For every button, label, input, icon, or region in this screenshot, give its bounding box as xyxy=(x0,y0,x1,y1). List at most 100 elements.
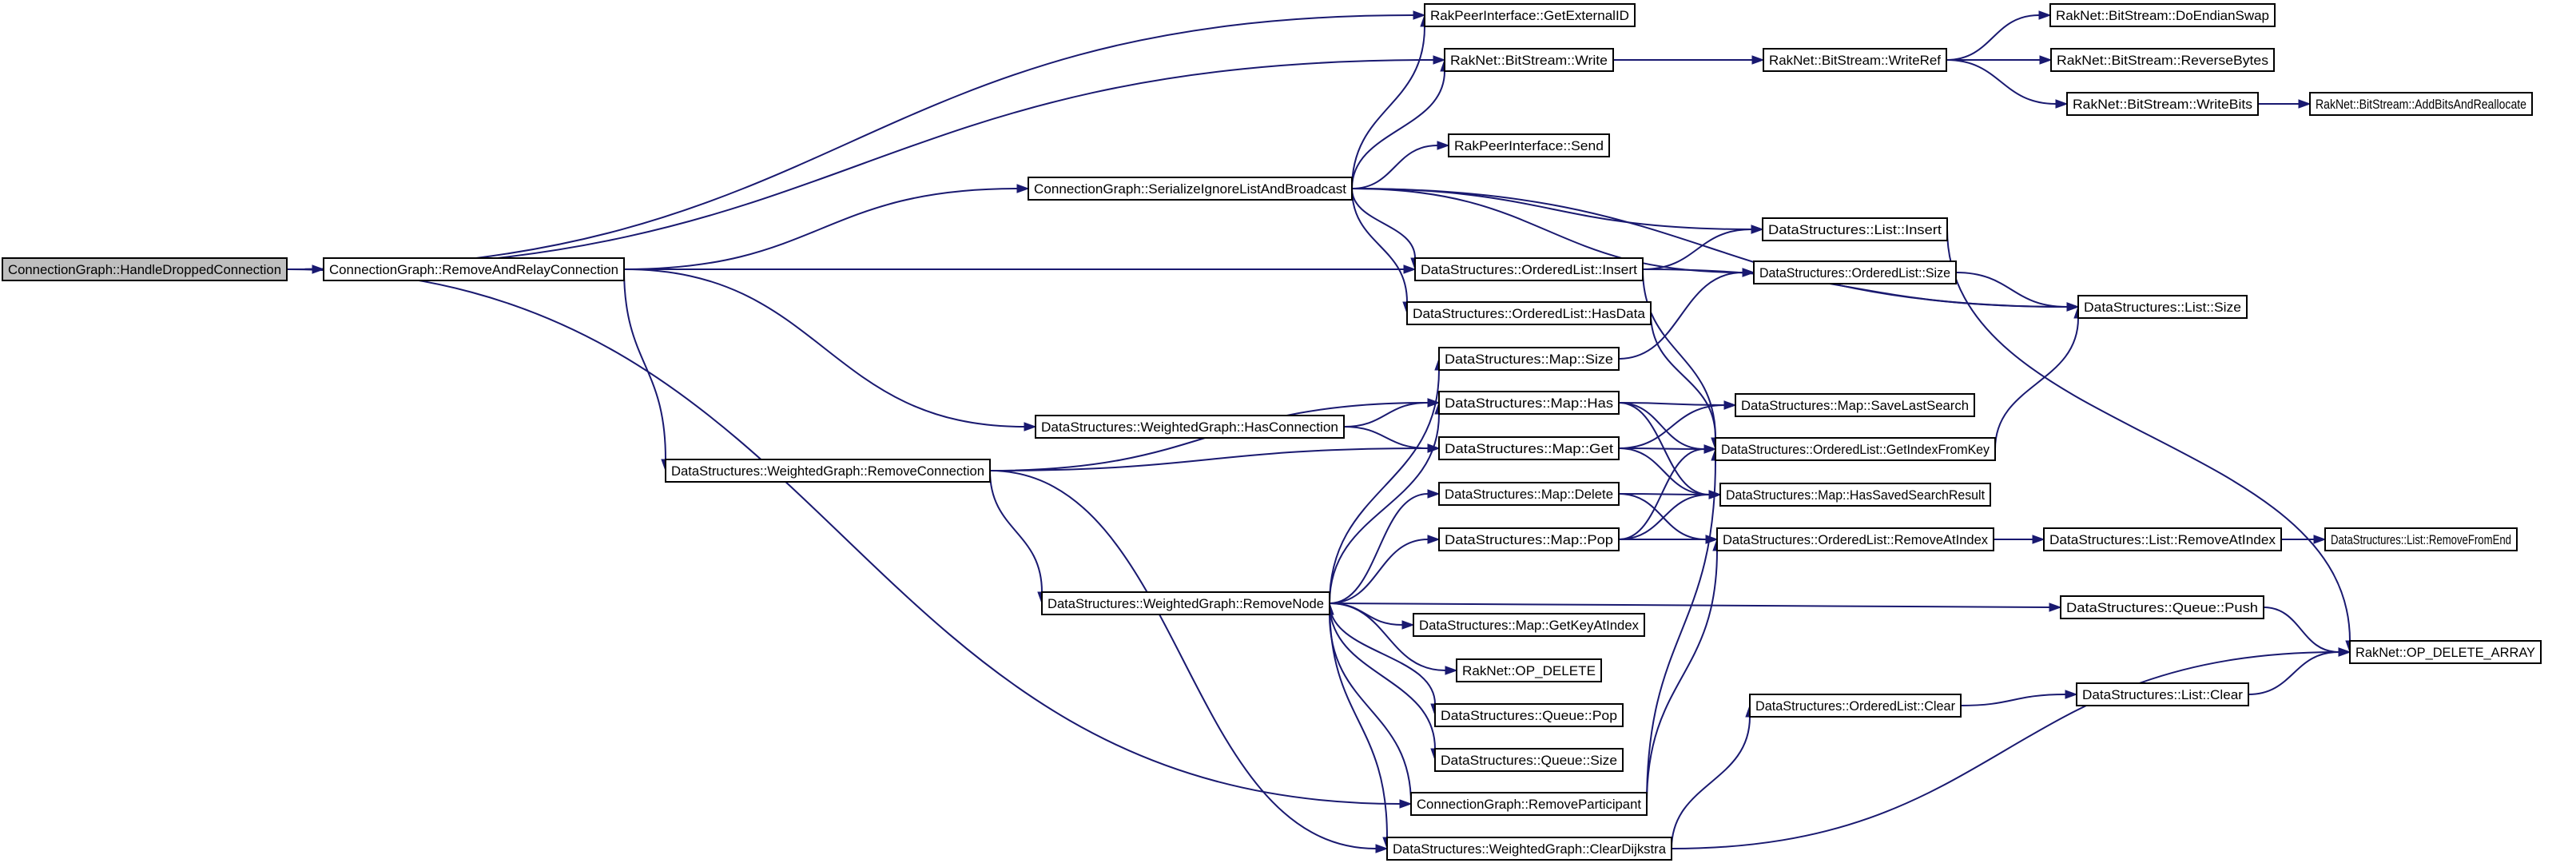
edge-line xyxy=(1351,70,1445,189)
function-node[interactable]: RakNet::BitStream::ReverseBytes xyxy=(2050,48,2275,72)
function-node[interactable]: ConnectionGraph::RemoveAndRelayConnectio… xyxy=(323,257,625,281)
function-node[interactable]: DataStructures::OrderedList::GetIndexFro… xyxy=(1715,437,1996,461)
function-node[interactable]: ConnectionGraph::RemoveParticipant xyxy=(1410,792,1648,816)
function-node[interactable]: DataStructures::Map::Pop xyxy=(1438,527,1620,551)
node-box xyxy=(1715,437,1996,461)
function-node[interactable]: DataStructures::OrderedList::HasData xyxy=(1406,301,1652,325)
call-edge xyxy=(1955,272,2080,312)
function-node[interactable]: DataStructures::List::Clear xyxy=(2076,682,2249,706)
edge-line xyxy=(286,59,1434,270)
call-edge xyxy=(1618,490,1722,540)
function-node[interactable]: RakNet::OP_DELETE xyxy=(1456,658,1602,682)
function-node[interactable]: RakPeerInterface::GetExternalID xyxy=(1424,3,1636,27)
call-edge xyxy=(1646,538,1722,805)
call-edge xyxy=(989,470,1047,605)
call-edge xyxy=(1671,704,1755,849)
function-node[interactable]: DataStructures::WeightedGraph::HasConnec… xyxy=(1035,415,1345,439)
call-edge xyxy=(1325,602,1412,805)
edge-line xyxy=(1642,268,2068,308)
call-edge xyxy=(1329,603,2062,612)
call-edge xyxy=(1946,229,2355,654)
node-label: DataStructures::Map::Pop xyxy=(1445,532,1613,547)
edge-line xyxy=(989,447,1429,471)
call-edge xyxy=(1993,535,2045,544)
function-node[interactable]: DataStructures::OrderedList::Clear xyxy=(1749,694,1962,718)
call-edge xyxy=(1671,647,2351,849)
node-box xyxy=(1448,133,1610,157)
node-box xyxy=(2349,640,2542,664)
node-label: DataStructures::OrderedList::Size xyxy=(1759,265,1950,280)
function-node[interactable]: DataStructures::WeightedGraph::ClearDijk… xyxy=(1386,837,1672,861)
function-node[interactable]: DataStructures::Queue::Pop xyxy=(1434,703,1624,727)
node-label: ConnectionGraph::HandleDroppedConnection xyxy=(8,262,281,277)
call-edge xyxy=(989,470,1389,853)
arrowhead-icon xyxy=(1016,184,1030,193)
call-edge xyxy=(1618,402,1717,454)
node-box xyxy=(1434,748,1624,772)
node-label: DataStructures::List::RemoveAtIndex xyxy=(2049,532,2276,547)
function-node[interactable]: DataStructures::Queue::Size xyxy=(1434,748,1624,772)
edge-line xyxy=(1329,603,1446,671)
function-node[interactable]: DataStructures::Map::Delete xyxy=(1438,482,1620,506)
call-edge xyxy=(1329,489,1441,604)
node-label: DataStructures::OrderedList::Clear xyxy=(1755,698,1955,714)
function-node[interactable]: RakPeerInterface::Send xyxy=(1448,133,1610,157)
arrowhead-icon xyxy=(2049,603,2062,612)
arrowhead-icon xyxy=(1433,55,1446,65)
call-edge xyxy=(1351,188,2080,312)
node-box xyxy=(1456,658,1602,682)
call-edge xyxy=(286,268,1413,809)
node-label: DataStructures::Queue::Size xyxy=(1441,753,1617,768)
arrowhead-icon xyxy=(1427,535,1441,544)
function-node[interactable]: RakNet::BitStream::DoEndianSwap xyxy=(2049,3,2276,27)
call-edge xyxy=(623,184,1030,270)
function-node[interactable]: DataStructures::WeightedGraph::RemoveNod… xyxy=(1041,591,1330,615)
arrowhead-icon xyxy=(1375,844,1389,853)
edge-line xyxy=(623,268,1025,428)
function-node[interactable]: DataStructures::List::RemoveAtIndex xyxy=(2043,527,2282,551)
function-node[interactable]: DataStructures::Map::GetKeyAtIndex xyxy=(1413,613,1645,637)
function-node[interactable]: RakNet::BitStream::Write xyxy=(1444,48,1614,72)
node-box xyxy=(2076,682,2249,706)
edge-line xyxy=(1642,229,1752,270)
function-node[interactable]: DataStructures::List::Insert xyxy=(1762,217,1948,241)
function-node[interactable]: DataStructures::OrderedList::Size xyxy=(1753,260,1957,284)
function-node[interactable]: DataStructures::List::Size xyxy=(2077,295,2248,319)
function-node[interactable]: DataStructures::Map::Size xyxy=(1438,347,1620,371)
edge-line xyxy=(1618,447,1705,450)
function-node[interactable]: DataStructures::OrderedList::RemoveAtInd… xyxy=(1716,527,1994,551)
call-edge xyxy=(624,264,1417,274)
arrowhead-icon xyxy=(1751,55,1765,65)
edge-line xyxy=(1618,493,1710,495)
node-box xyxy=(2050,48,2275,72)
function-node[interactable]: ConnectionGraph::SerializeIgnoreListAndB… xyxy=(1028,177,1353,201)
function-node[interactable]: RakNet::BitStream::AddBitsAndReallocate xyxy=(2309,92,2533,116)
function-node[interactable]: DataStructures::List::RemoveFromEnd xyxy=(2324,527,2518,551)
call-edge xyxy=(1351,188,1764,234)
function-node[interactable]: RakNet::OP_DELETE_ARRAY xyxy=(2349,640,2542,664)
arrowhead-icon xyxy=(2055,99,2069,109)
node-label: DataStructures::List::Insert xyxy=(1768,222,1942,237)
node-label: DataStructures::Map::Get xyxy=(1445,441,1613,456)
function-node[interactable]: DataStructures::WeightedGraph::RemoveCon… xyxy=(665,459,991,483)
edge-line xyxy=(1618,448,1705,540)
edge-line xyxy=(1946,229,2351,642)
function-node[interactable]: RakNet::BitStream::WriteBits xyxy=(2066,92,2259,116)
node-box xyxy=(1406,301,1652,325)
node-box xyxy=(2324,527,2518,551)
node-label: RakPeerInterface::GetExternalID xyxy=(1430,8,1629,23)
node-label: DataStructures::List::Size xyxy=(2084,300,2241,315)
function-node[interactable]: DataStructures::OrderedList::Insert xyxy=(1414,257,1644,281)
function-node[interactable]: RakNet::BitStream::WriteRef xyxy=(1763,48,1947,72)
node-box xyxy=(1434,703,1624,727)
arrowhead-icon xyxy=(1399,799,1413,809)
call-edge xyxy=(1351,14,1429,189)
root-function-node[interactable]: ConnectionGraph::HandleDroppedConnection xyxy=(2,257,288,281)
function-node[interactable]: DataStructures::Map::Get xyxy=(1438,436,1620,460)
edge-line xyxy=(1329,493,1429,604)
function-node[interactable]: DataStructures::Map::SaveLastSearch xyxy=(1735,393,1975,417)
node-label: RakNet::OP_DELETE xyxy=(1462,663,1596,678)
function-node[interactable]: DataStructures::Queue::Push xyxy=(2060,595,2264,619)
function-node[interactable]: DataStructures::Map::HasSavedSearchResul… xyxy=(1719,483,1991,507)
function-node[interactable]: DataStructures::Map::Has xyxy=(1438,391,1620,415)
